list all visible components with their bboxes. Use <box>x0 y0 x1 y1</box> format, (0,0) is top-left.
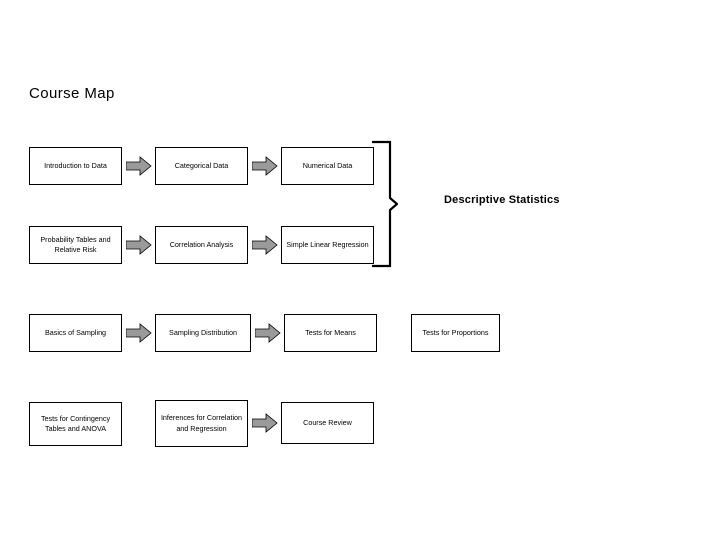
node-label: Correlation Analysis <box>169 239 234 249</box>
node-introduction-to-data[interactable]: Introduction to Data <box>29 147 122 185</box>
node-label: Tests for Means <box>305 327 356 337</box>
node-label: Probability Tables and Relative Risk <box>40 234 111 254</box>
node-label: Simple Linear Regression <box>286 239 369 249</box>
right-arrow-icon <box>252 156 278 176</box>
node-simple-linear-regression[interactable]: Simple Linear Regression <box>281 226 374 264</box>
node-label: Tests for Proportions <box>422 327 489 337</box>
node-sampling-distribution[interactable]: Sampling Distribution <box>155 314 251 352</box>
right-arrow-icon <box>252 413 278 433</box>
node-label: Numerical Data <box>302 160 353 170</box>
node-label: Categorical Data <box>174 160 229 170</box>
node-categorical-data[interactable]: Categorical Data <box>155 147 248 185</box>
node-label: Inferences for Correlation and Regressio… <box>160 413 243 433</box>
descriptive-statistics-label: Descriptive Statistics <box>444 194 560 206</box>
right-arrow-icon <box>126 235 152 255</box>
node-tests-for-proportions[interactable]: Tests for Proportions <box>411 314 500 352</box>
node-course-review[interactable]: Course Review <box>281 402 374 444</box>
node-probability-tables-and-relative-risk[interactable]: Probability Tables and Relative Risk <box>29 226 122 264</box>
right-arrow-icon <box>126 323 152 343</box>
page-title: Course Map <box>29 85 115 102</box>
node-tests-for-means[interactable]: Tests for Means <box>284 314 377 352</box>
node-label: Tests for Contingency Tables and ANOVA <box>40 413 111 433</box>
right-brace-icon <box>370 140 398 268</box>
right-arrow-icon <box>255 323 281 343</box>
node-label: Sampling Distribution <box>169 327 237 337</box>
node-inferences-for-correlation-and-regression[interactable]: Inferences for Correlation and Regressio… <box>155 400 248 447</box>
right-arrow-icon <box>126 156 152 176</box>
node-label: Course Review <box>303 417 352 427</box>
node-correlation-analysis[interactable]: Correlation Analysis <box>155 226 248 264</box>
right-arrow-icon <box>252 235 278 255</box>
node-numerical-data[interactable]: Numerical Data <box>281 147 374 185</box>
node-label: Introduction to Data <box>44 160 107 170</box>
node-label: Basics of Sampling <box>44 327 107 337</box>
node-tests-for-contingency-tables-and-anova[interactable]: Tests for Contingency Tables and ANOVA <box>29 402 122 446</box>
node-basics-of-sampling[interactable]: Basics of Sampling <box>29 314 122 352</box>
